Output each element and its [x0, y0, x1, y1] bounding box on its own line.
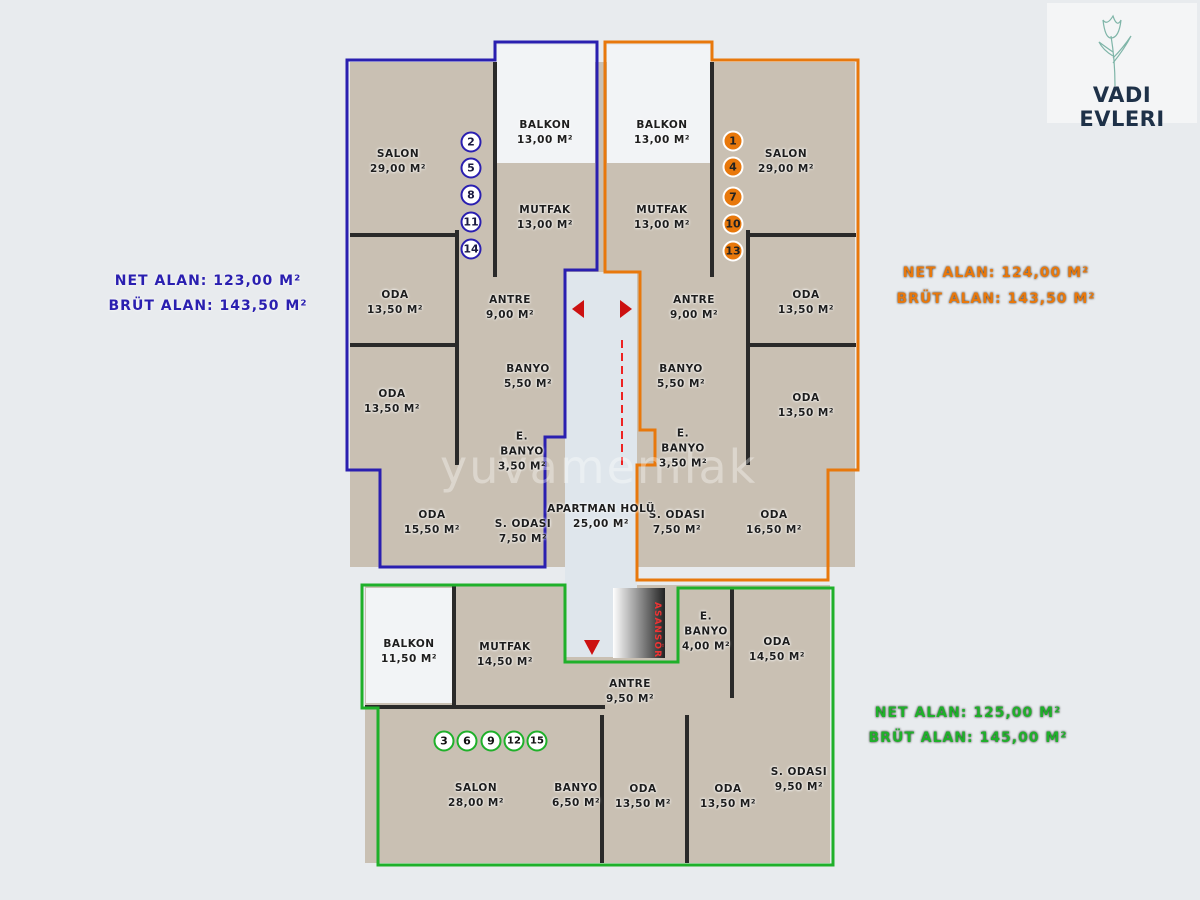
orange-unit-outline	[603, 40, 860, 582]
flat-number-badge: 15	[526, 730, 548, 752]
blue-net-area: NET ALAN: 123,00 M²	[114, 273, 302, 289]
flat-number-badge: 14	[460, 238, 482, 260]
green-unit-outline	[360, 583, 835, 867]
wall	[350, 343, 458, 347]
wall	[455, 230, 459, 465]
arrow-down-icon	[584, 640, 600, 655]
logo: VADI EVLERI	[1047, 3, 1197, 131]
green-net-area: NET ALAN: 125,00 M²	[874, 705, 1062, 721]
blue-gross-area: BRÜT ALAN: 143,50 M²	[108, 298, 308, 314]
flat-number-badge: 3	[433, 730, 455, 752]
flat-number-badge: 8	[460, 184, 482, 206]
flat-number-badge: 11	[460, 211, 482, 233]
flat-number-badge: 9	[480, 730, 502, 752]
balcony-green	[366, 588, 452, 703]
wall	[365, 705, 605, 709]
tulip-icon	[1098, 14, 1132, 87]
flat-number-badge: 7	[722, 186, 744, 208]
wall	[746, 343, 856, 347]
flat-number-badge: 5	[460, 157, 482, 179]
wall	[452, 585, 456, 705]
arrow-left-icon	[572, 300, 584, 318]
arrow-right-icon	[620, 300, 632, 318]
wall	[710, 62, 714, 277]
wall	[730, 588, 734, 698]
balcony-orange	[607, 45, 710, 163]
wall	[350, 233, 458, 237]
orange-gross-area: BRÜT ALAN: 143,50 M²	[896, 291, 1096, 307]
flat-number-badge: 10	[722, 213, 744, 235]
flat-number-badge: 12	[503, 730, 525, 752]
flat-number-badge: 1	[722, 130, 744, 152]
wall	[746, 230, 750, 465]
flat-number-badge: 4	[722, 156, 744, 178]
wall	[493, 62, 497, 277]
flat-number-badge: 13	[722, 240, 744, 262]
wall	[685, 715, 689, 863]
logo-text: VADI EVLERI	[1079, 83, 1165, 131]
flat-number-badge: 6	[456, 730, 478, 752]
blue-unit-outline	[345, 40, 599, 569]
balcony-blue	[497, 45, 595, 163]
wall	[600, 715, 604, 863]
elevator-shaft	[613, 588, 665, 658]
flat-number-badge: 2	[460, 131, 482, 153]
orange-net-area: NET ALAN: 124,00 M²	[902, 265, 1090, 281]
watermark: yuvamemlak	[440, 440, 758, 494]
wall	[746, 233, 856, 237]
green-gross-area: BRÜT ALAN: 145,00 M²	[868, 730, 1068, 746]
